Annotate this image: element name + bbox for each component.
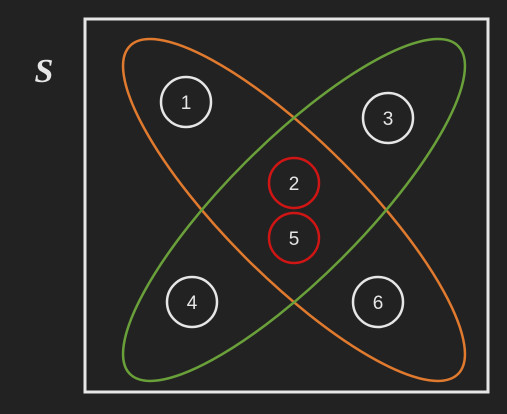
- element-6: 6: [351, 275, 405, 329]
- sample-space-frame: [83, 17, 490, 394]
- element-2: 2: [267, 156, 321, 210]
- element-label: 6: [373, 293, 384, 314]
- element-3: 3: [361, 91, 415, 145]
- element-circle: [267, 211, 321, 265]
- element-circle: [351, 275, 405, 329]
- element-label: 1: [181, 93, 192, 114]
- element-circle: [159, 75, 213, 129]
- sample-space-label: S: [35, 53, 54, 90]
- set-b-ellipse: [121, 37, 467, 383]
- element-1: 1: [159, 75, 213, 129]
- element-label: 3: [383, 109, 394, 130]
- element-circle: [267, 156, 321, 210]
- element-circle: [165, 275, 219, 329]
- set-a-ellipse: [121, 37, 467, 383]
- element-label: 5: [289, 229, 300, 250]
- element-4: 4: [165, 275, 219, 329]
- element-5: 5: [267, 211, 321, 265]
- elements-group: 1 3 2 5 4 6: [159, 75, 415, 329]
- element-label: 4: [187, 293, 198, 314]
- element-label: 2: [289, 174, 300, 195]
- element-circle: [361, 91, 415, 145]
